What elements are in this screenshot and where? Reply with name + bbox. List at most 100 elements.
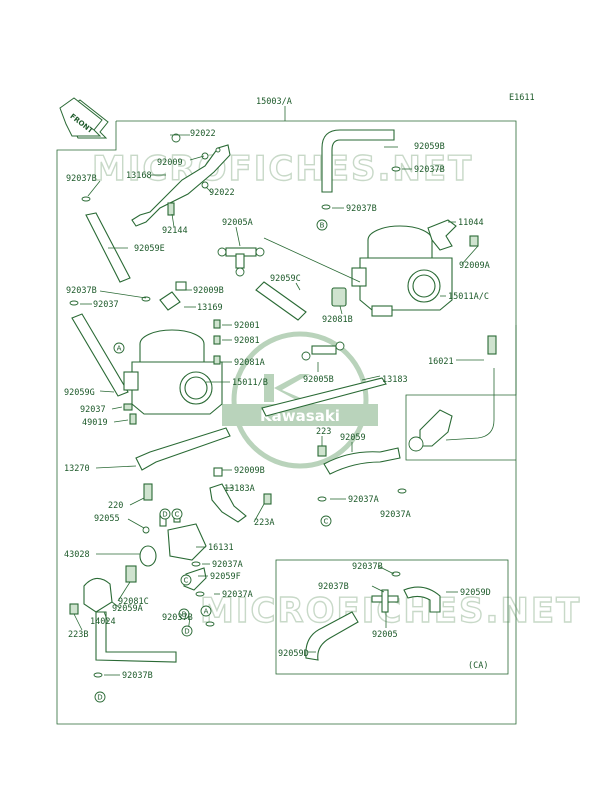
ca-subassembly-tag: (CA)	[468, 661, 488, 671]
screw-49019	[129, 413, 137, 425]
screw-92009A	[469, 235, 479, 247]
callout-14024: 14024	[90, 617, 116, 627]
callout-92037B-6: 92037B	[122, 671, 153, 681]
callout-13183: 13183	[382, 375, 408, 385]
hose-92059B	[321, 129, 395, 193]
callout-92037A-1: 92037A	[348, 495, 379, 505]
ref-marker-A1: A	[113, 342, 125, 354]
link-rod-13183	[261, 377, 387, 417]
callout-49019: 49019	[82, 418, 108, 428]
callout-92059G: 92059G	[64, 388, 95, 398]
screw-92144	[167, 202, 175, 216]
screw-92001	[213, 319, 221, 329]
callout-43028: 43028	[64, 550, 90, 560]
callout-92037-2: 92037	[80, 405, 106, 415]
callout-16131: 16131	[208, 543, 234, 553]
leader-lines	[73, 134, 484, 676]
callout-92059A: 92059A	[112, 604, 143, 614]
screw-223A	[263, 493, 272, 505]
svg-text:B: B	[320, 222, 325, 230]
ring-92055	[142, 526, 150, 534]
figure-code: E1611	[509, 93, 535, 103]
hose-92059A	[95, 611, 177, 663]
callout-92037A-3: 92037A	[212, 560, 243, 570]
cover-14024	[83, 577, 113, 613]
callout-92037B-3: 92037B	[414, 165, 445, 175]
callout-16021: 16021	[428, 357, 454, 367]
kawasaki-logo: Kawasaki	[222, 331, 378, 469]
main-frame	[56, 120, 517, 725]
callout-92144: 92144	[162, 226, 188, 236]
callout-13270: 13270	[64, 464, 90, 474]
ca-subassembly-box	[275, 559, 509, 675]
ca-hose-92059D-upper	[403, 586, 441, 613]
callout-220: 220	[108, 501, 123, 511]
ca-fitting-92005	[371, 589, 399, 613]
svg-text:C: C	[175, 511, 180, 519]
callout-15011AC: 15011A/C	[448, 292, 489, 302]
callout-92059C: 92059C	[270, 274, 301, 284]
callout-92037B-2: 92037B	[66, 286, 97, 296]
callout-92081A: 92081A	[234, 358, 265, 368]
callout-92022: 92022	[190, 129, 216, 139]
callout-92081C: 92081C	[118, 597, 149, 607]
callout-13183A: 13183A	[224, 484, 255, 494]
spring-92081	[213, 335, 221, 345]
ref-marker-C1: C	[171, 508, 183, 520]
svg-text:D: D	[97, 694, 102, 702]
callout-92059: 92059	[340, 433, 366, 443]
svg-text:B: B	[182, 611, 187, 619]
cable-detail-box	[405, 325, 517, 461]
ref-marker-C3: C	[180, 574, 192, 586]
spring-92081A	[213, 355, 221, 365]
ref-marker-B2: B	[178, 608, 190, 620]
throttle-cable-16021	[408, 335, 497, 452]
callout-223B: 223B	[68, 630, 88, 640]
hose-92059G	[71, 313, 129, 397]
callout-92009B-2: 92009B	[234, 466, 265, 476]
callout-92005B: 92005B	[303, 375, 334, 385]
svg-text:D: D	[184, 628, 189, 636]
callout-92037A-4: 92037A	[222, 590, 253, 600]
callout-ca-92059D-a: 92059D	[460, 588, 491, 598]
callout-92005A: 92005A	[222, 218, 253, 228]
callout-ca-92059D-b: 92059D	[278, 649, 309, 659]
callout-92081: 92081	[234, 336, 260, 346]
svg-text:A: A	[117, 345, 122, 353]
screw-92009B-lower	[213, 467, 223, 477]
assembly-label: 15003/A	[256, 97, 292, 107]
plate-13270	[135, 427, 231, 471]
bracket-13168	[131, 144, 231, 227]
ref-marker-A2: A	[200, 605, 212, 617]
cap-43028	[139, 545, 157, 567]
ref-marker-D1: D	[159, 508, 171, 520]
carburetor-right	[351, 225, 453, 317]
hose-92059E	[85, 212, 131, 283]
ca-hose-92059D-lower	[305, 611, 359, 661]
callout-92037B-1: 92037B	[66, 174, 97, 184]
callout-92022-b: 92022	[209, 188, 235, 198]
screw-223	[317, 445, 327, 457]
ref-marker-D3: D	[94, 691, 106, 703]
callout-92037-1: 92037	[93, 300, 119, 310]
svg-text:C: C	[324, 518, 329, 526]
callout-92081B: 92081B	[322, 315, 353, 325]
callout-223A: 223A	[254, 518, 274, 528]
spring-92081B	[331, 287, 347, 307]
callout-92009: 92009	[157, 158, 183, 168]
ref-marker-B1: B	[316, 219, 328, 231]
svg-text:D: D	[162, 511, 167, 519]
ref-marker-D2: D	[181, 625, 193, 637]
hose-92059	[323, 447, 401, 475]
carburetor-left	[123, 329, 223, 415]
bracket-11044	[427, 219, 457, 251]
screw-223B	[69, 603, 79, 615]
callout-92037B-5: 92037B	[162, 613, 193, 623]
fitting-92005A	[217, 247, 265, 277]
callout-92009A: 92009A	[459, 261, 490, 271]
callout-223: 223	[316, 427, 331, 437]
callout-92009B-1: 92009B	[193, 286, 224, 296]
callout-92059E: 92059E	[134, 244, 165, 254]
callout-92059B: 92059B	[414, 142, 445, 152]
